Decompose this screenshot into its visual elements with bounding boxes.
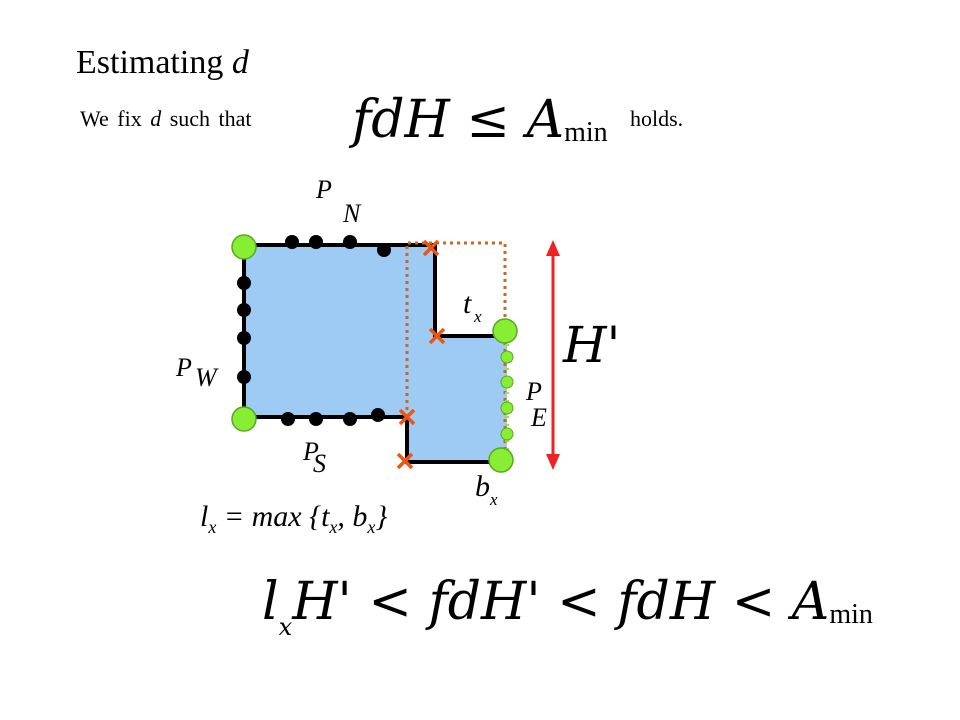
label-tx-x: x <box>473 307 482 326</box>
label-pe-e: E <box>530 403 547 432</box>
label-bx-b: b <box>475 470 490 503</box>
label-pe-p: P <box>525 377 542 406</box>
corner-dots <box>231 234 518 473</box>
intro-var: d <box>150 106 162 131</box>
west-dots <box>237 276 251 384</box>
formula2-p1: H' < <box>292 572 412 632</box>
lx-definition: lx = max {tx, bx} <box>200 500 387 538</box>
formula2-sub: min <box>829 599 873 630</box>
page-title: Estimating d <box>76 44 249 82</box>
lx-bsub: x <box>367 517 376 537</box>
diagram-labels: P N P W P S P E t x b x <box>175 175 547 509</box>
formula2-p2: fdH' < <box>428 572 601 632</box>
height-arrow <box>546 240 560 470</box>
intro-word1: We fix <box>80 106 142 131</box>
x-markers <box>396 239 446 470</box>
formula1-lhs: fdH <box>352 90 450 150</box>
lx-l: l <box>200 500 209 533</box>
formula1-A: A <box>526 90 565 150</box>
north-dots <box>285 235 391 257</box>
label-pn-n: N <box>342 199 362 228</box>
intro-word2: such that <box>169 106 252 131</box>
dotted-bound <box>405 241 507 462</box>
label-ps-p: P <box>302 437 319 466</box>
lx-tsub: x <box>329 517 338 537</box>
label-bx-x: x <box>489 490 498 509</box>
formula1-sub: min <box>564 117 608 148</box>
lx-comma: , b <box>337 500 368 533</box>
label-pw-w: W <box>195 363 219 392</box>
region-shape <box>244 245 507 462</box>
intro-sentence: We fix d such that <box>80 106 252 132</box>
formula-constraint: fdH ≤ Amin <box>352 90 608 150</box>
formula2-lsub: x <box>278 613 293 641</box>
intro-holds: holds. <box>630 106 684 131</box>
formula2-p3: fdH < <box>617 572 776 632</box>
east-dots <box>500 350 514 441</box>
title-var: d <box>231 44 249 81</box>
lx-lsub: x <box>208 517 217 537</box>
lx-close: } <box>375 500 388 533</box>
title-text: Estimating <box>76 44 224 81</box>
lx-eq: = max {t <box>223 500 330 533</box>
label-pw-p: P <box>175 353 192 382</box>
formula1-op: ≤ <box>466 90 510 150</box>
label-pn-p: P <box>315 175 332 204</box>
formula2-A: A <box>791 572 830 632</box>
south-dots <box>281 408 385 426</box>
label-ps-s: S <box>313 449 326 478</box>
formula-inequality-chain: lxH' < fdH' < fdH < Amin <box>262 572 873 641</box>
label-hprime: H' <box>562 316 620 374</box>
label-tx-t: t <box>463 287 472 320</box>
formula2-l: l <box>262 572 279 632</box>
